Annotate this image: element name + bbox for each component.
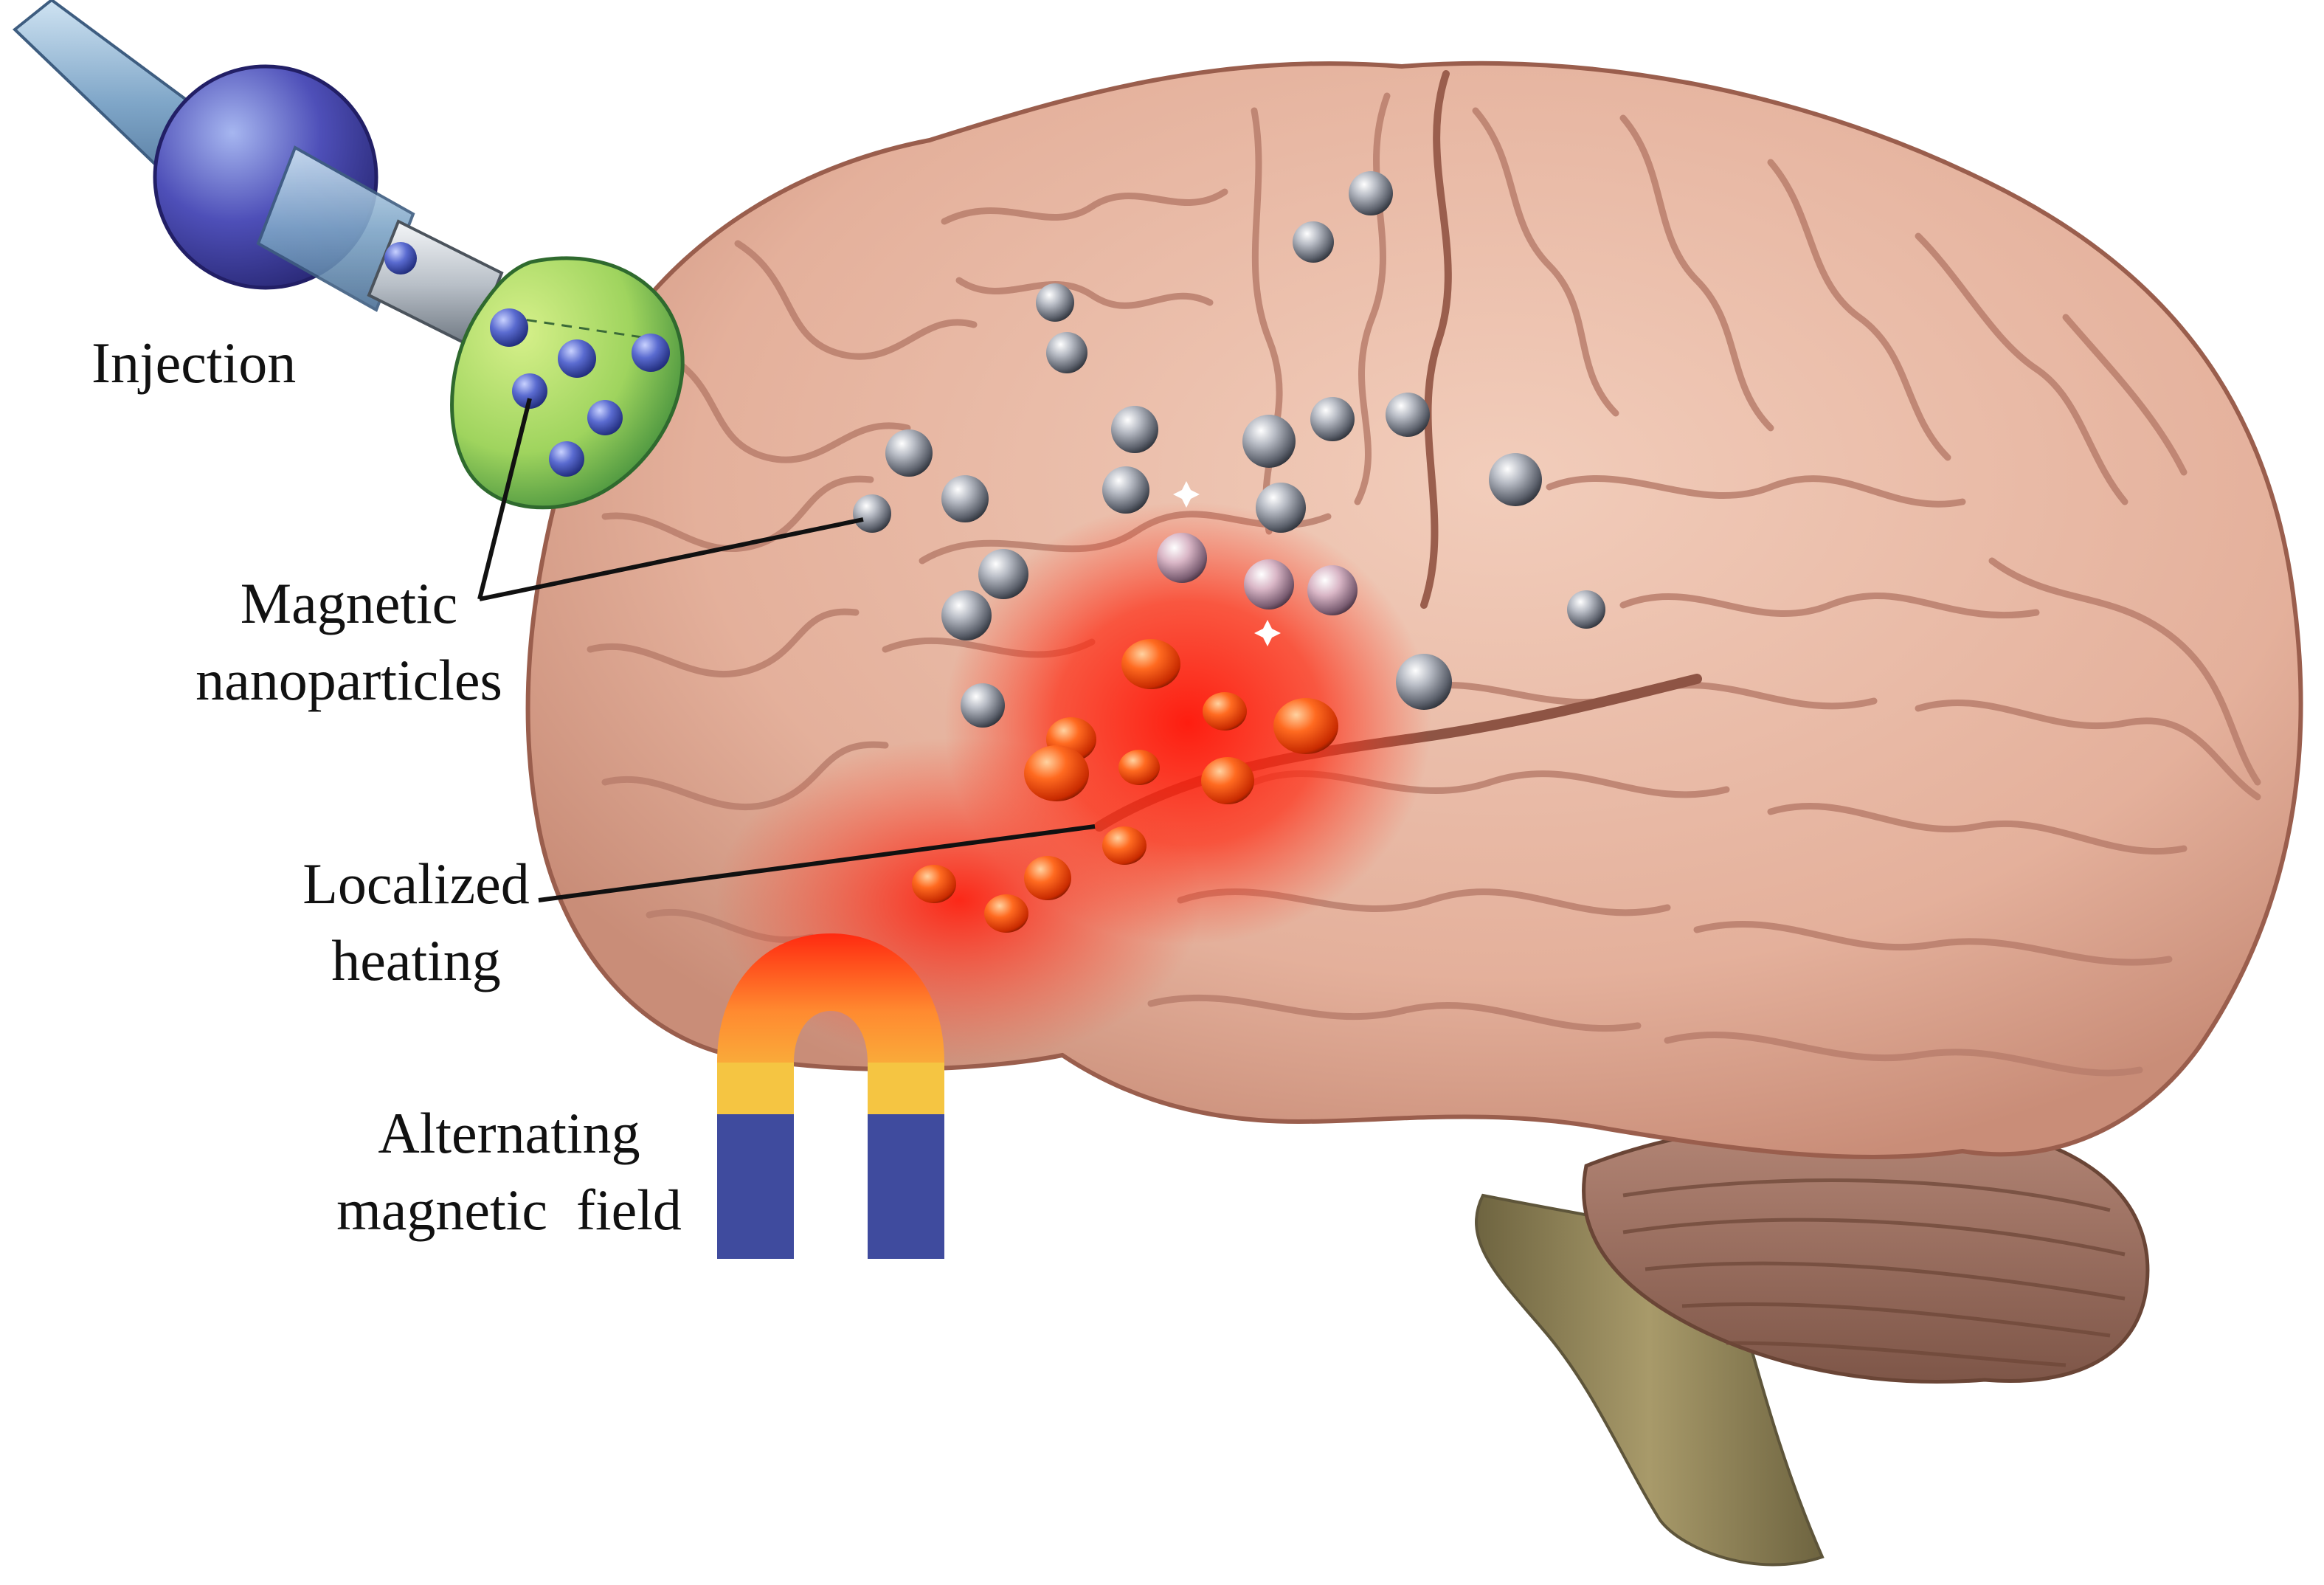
leader-heating — [538, 824, 1096, 902]
nanoparticle — [1036, 283, 1074, 322]
cerebellum-folds — [1622, 1178, 2126, 1367]
nanoparticle — [1102, 466, 1149, 514]
label-alternating-magnetic-field-line2: magnetic field — [336, 1178, 682, 1242]
magnet-band-left — [717, 1063, 794, 1114]
syringe-collar — [256, 145, 415, 312]
leader-lines — [477, 398, 1096, 902]
central-sulcus — [1420, 70, 1452, 609]
syringe-icon — [12, 0, 685, 510]
injected-particle — [632, 334, 670, 372]
heated-particle — [984, 894, 1028, 933]
nanoparticle — [1567, 590, 1605, 629]
magnet-band-right — [868, 1063, 944, 1114]
injected-particle — [512, 373, 547, 409]
heated-particle — [1203, 692, 1247, 731]
heated-particle — [1102, 826, 1147, 865]
leader-nanoparticles-to-brain — [479, 517, 864, 601]
injected-particle — [549, 441, 584, 477]
heated-particle — [1024, 856, 1071, 900]
nanoparticle — [961, 683, 1005, 728]
nanoparticle — [941, 590, 992, 640]
nanoparticle — [978, 549, 1028, 599]
heated-particle — [1121, 639, 1180, 689]
label-localized-heating-line1: Localized — [302, 852, 530, 916]
nanoparticle — [885, 429, 933, 477]
nanoparticle — [1244, 559, 1294, 610]
label-localized-heating-line2: heating — [331, 928, 501, 992]
magnet-icon — [717, 933, 944, 1259]
nanoparticle — [1489, 453, 1542, 506]
leader-nanoparticles-to-bulb — [477, 398, 532, 600]
nanoparticle — [1386, 393, 1430, 437]
heated-particle — [1201, 757, 1254, 804]
nanoparticle — [941, 475, 989, 522]
nanoparticle — [1046, 332, 1087, 373]
nanoparticle — [853, 494, 891, 533]
label-alternating-magnetic-field: Alternating magnetic field — [310, 1095, 708, 1249]
nanoparticle — [1307, 565, 1358, 615]
heated-particle — [1024, 745, 1089, 801]
nanoparticle — [1157, 533, 1207, 583]
nanoparticle — [1310, 397, 1355, 441]
sparkle-icon — [1254, 620, 1281, 646]
injected-particle — [384, 242, 417, 274]
nanoparticle — [1242, 415, 1296, 468]
label-localized-heating: Localized heating — [285, 846, 547, 999]
label-magnetic-nanoparticles-line1: Magnetic — [240, 571, 458, 635]
sparkle-icon — [1173, 481, 1200, 508]
injected-particle — [558, 339, 596, 378]
nanoparticle — [1396, 654, 1452, 710]
injected-particle — [587, 400, 623, 435]
heated-particle — [1273, 698, 1338, 754]
magnet-pole-right — [868, 1114, 944, 1259]
injected-particle — [490, 308, 528, 347]
sparkle-icons — [1173, 481, 1281, 646]
nanoparticle — [1256, 483, 1306, 533]
nanoparticle — [1349, 171, 1393, 215]
label-magnetic-nanoparticles-line2: nanoparticles — [196, 648, 502, 712]
heated-particle — [1118, 750, 1160, 785]
heated-nanoparticles — [912, 639, 1338, 933]
magnetic-nanoparticles — [853, 171, 1605, 728]
label-injection: Injection — [91, 331, 297, 395]
label-magnetic-nanoparticles: Magnetic nanoparticles — [176, 565, 522, 719]
heated-particle — [912, 865, 956, 903]
label-alternating-magnetic-field-line1: Alternating — [378, 1101, 640, 1165]
magnet-pole-left — [717, 1114, 794, 1259]
nanoparticle — [1293, 221, 1334, 263]
nanoparticle — [1111, 406, 1158, 453]
